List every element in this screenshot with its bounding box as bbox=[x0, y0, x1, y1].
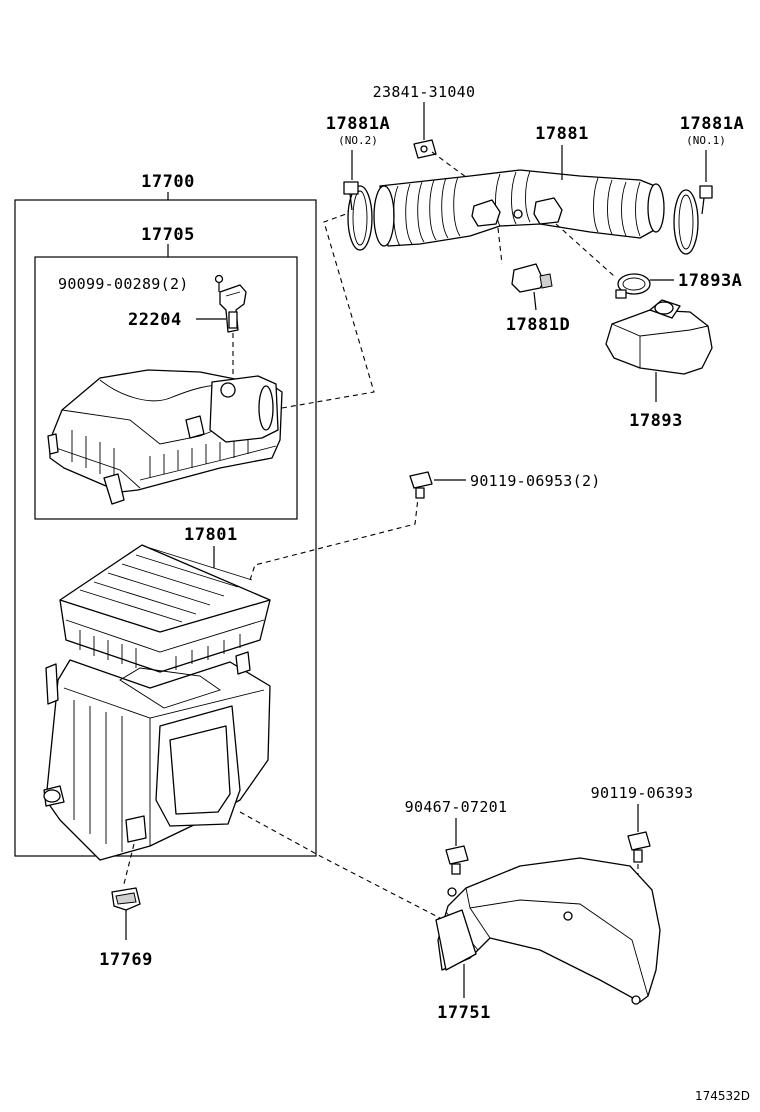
label-no2[interactable]: (NO.2) bbox=[338, 134, 378, 147]
air-filter-element-17801 bbox=[59, 544, 271, 673]
label-no1[interactable]: (NO.1) bbox=[686, 134, 726, 147]
label-90099-00289[interactable]: 90099-00289(2) bbox=[58, 275, 189, 293]
label-17893A[interactable]: 17893A bbox=[678, 271, 742, 291]
label-17881A-no1[interactable]: 17881A bbox=[680, 114, 744, 134]
label-23841-31040[interactable]: 23841-31040 bbox=[373, 83, 476, 101]
label-17881D[interactable]: 17881D bbox=[506, 315, 570, 335]
air-cleaner-cap bbox=[47, 369, 283, 505]
air-duct-17751 bbox=[435, 857, 661, 1005]
label-17893[interactable]: 17893 bbox=[629, 411, 683, 431]
intake-hose-17881 bbox=[373, 169, 665, 247]
label-17801[interactable]: 17801 bbox=[184, 525, 238, 545]
screw-90099 bbox=[214, 274, 224, 292]
clamp-17893A bbox=[615, 273, 651, 299]
hose-clamp-no1 bbox=[673, 185, 713, 255]
label-22204[interactable]: 22204 bbox=[128, 310, 182, 330]
clip-23841 bbox=[413, 139, 437, 159]
label-90119-06953[interactable]: 90119-06953(2) bbox=[470, 472, 601, 490]
label-17881A-no2[interactable]: 17881A bbox=[326, 114, 390, 134]
airflow-sensor-22204 bbox=[219, 284, 247, 378]
hose-clamp-no2 bbox=[343, 181, 373, 251]
clip-90467 bbox=[445, 845, 469, 875]
resonator-17893 bbox=[605, 299, 713, 375]
bolt-90119-06953 bbox=[409, 471, 433, 499]
label-17881[interactable]: 17881 bbox=[535, 124, 589, 144]
air-cleaner-case bbox=[43, 651, 271, 885]
diagram-code: 174532D bbox=[695, 1089, 750, 1103]
label-17751[interactable]: 17751 bbox=[437, 1003, 491, 1023]
label-90467-07201[interactable]: 90467-07201 bbox=[405, 798, 508, 816]
subassembly-frame-17705 bbox=[34, 256, 298, 520]
label-17700[interactable]: 17700 bbox=[141, 172, 195, 192]
label-17705[interactable]: 17705 bbox=[141, 225, 195, 245]
nipple-17881D bbox=[511, 263, 553, 311]
label-90119-06393[interactable]: 90119-06393 bbox=[591, 784, 694, 802]
assembly-frame-17700 bbox=[14, 199, 317, 857]
label-17769[interactable]: 17769 bbox=[99, 950, 153, 970]
grommet-17769 bbox=[111, 887, 141, 940]
